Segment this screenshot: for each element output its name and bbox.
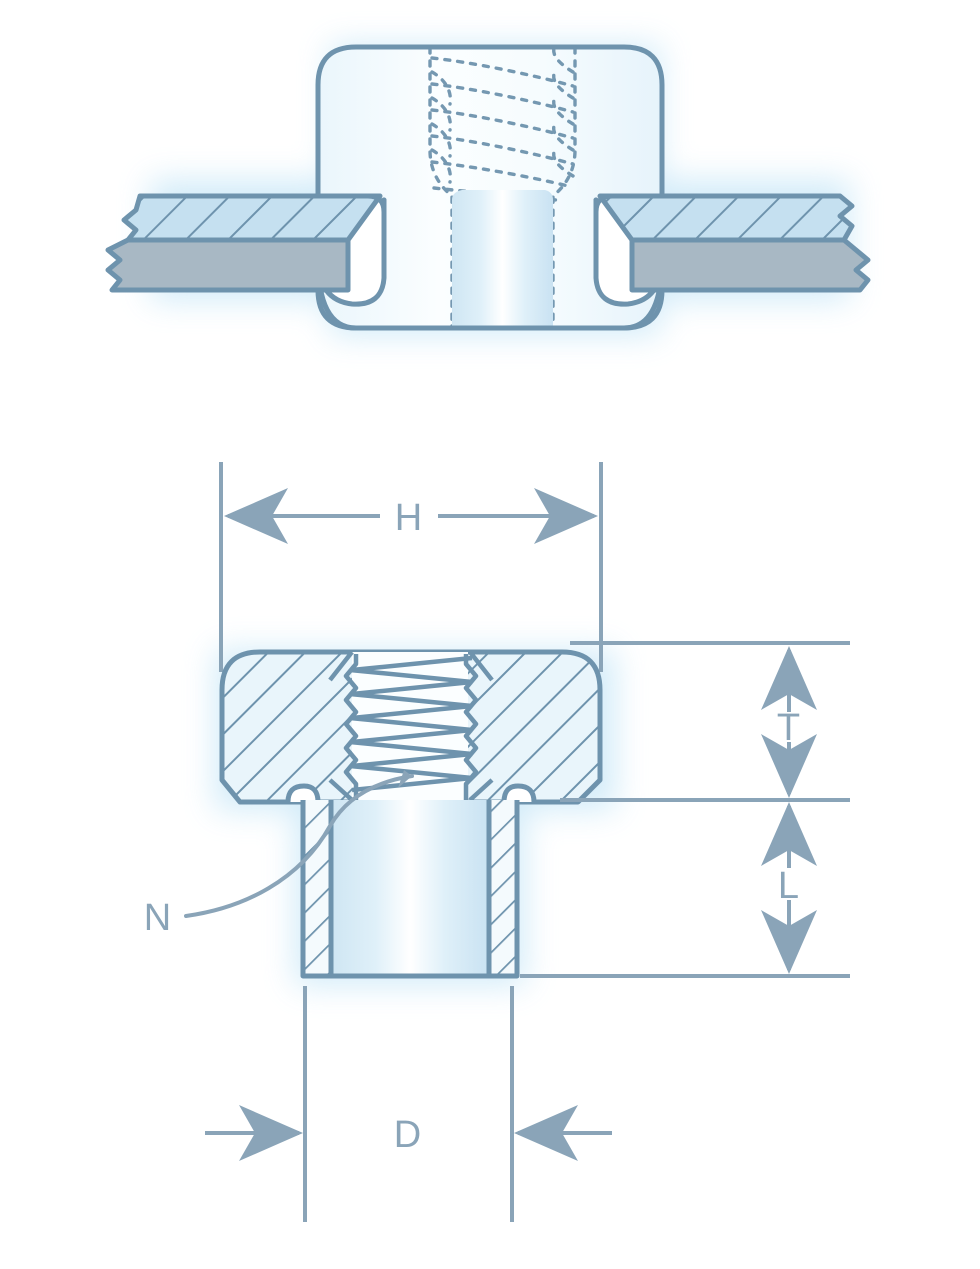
nut-bottom-cap (315, 257, 665, 331)
internal-thread-profile (343, 654, 479, 800)
panel-left-hatch (121, 193, 383, 243)
sheet-panel-left (105, 193, 383, 293)
dimension-view: H (144, 462, 850, 1222)
head-bore-chamfer (328, 650, 494, 802)
shank-outline (300, 800, 520, 979)
d-dimension: D (205, 1105, 612, 1161)
tl-extension-lines (520, 641, 850, 978)
seat-notch-left (345, 193, 387, 213)
h-label: H (395, 497, 423, 539)
n-callout: N (144, 770, 414, 939)
fastener-shank (300, 800, 520, 979)
panel-right-hatch (597, 193, 855, 243)
n-label: N (144, 897, 172, 939)
panel-right-solid (629, 237, 871, 293)
d-label: D (394, 1114, 422, 1156)
seat-notch-right (593, 193, 635, 213)
sheet-panel-right (597, 193, 871, 293)
t-label: T (777, 707, 801, 749)
n-leader-arrowhead (398, 770, 412, 788)
head-seat-notch-left (285, 783, 321, 803)
shank-bore (331, 800, 489, 976)
head-seat-notch-right (501, 783, 537, 803)
n-leader-line (184, 774, 414, 918)
l-dimension: L (761, 802, 817, 974)
t-dimension: T (761, 646, 817, 798)
d-extension-lines (303, 986, 514, 1222)
h-dimension: H (224, 488, 598, 544)
installed-view (105, 44, 871, 331)
panel-left-solid (105, 237, 351, 293)
shank-bore-shade (452, 190, 553, 326)
l-label: L (778, 865, 800, 907)
fastener-head (219, 649, 603, 805)
